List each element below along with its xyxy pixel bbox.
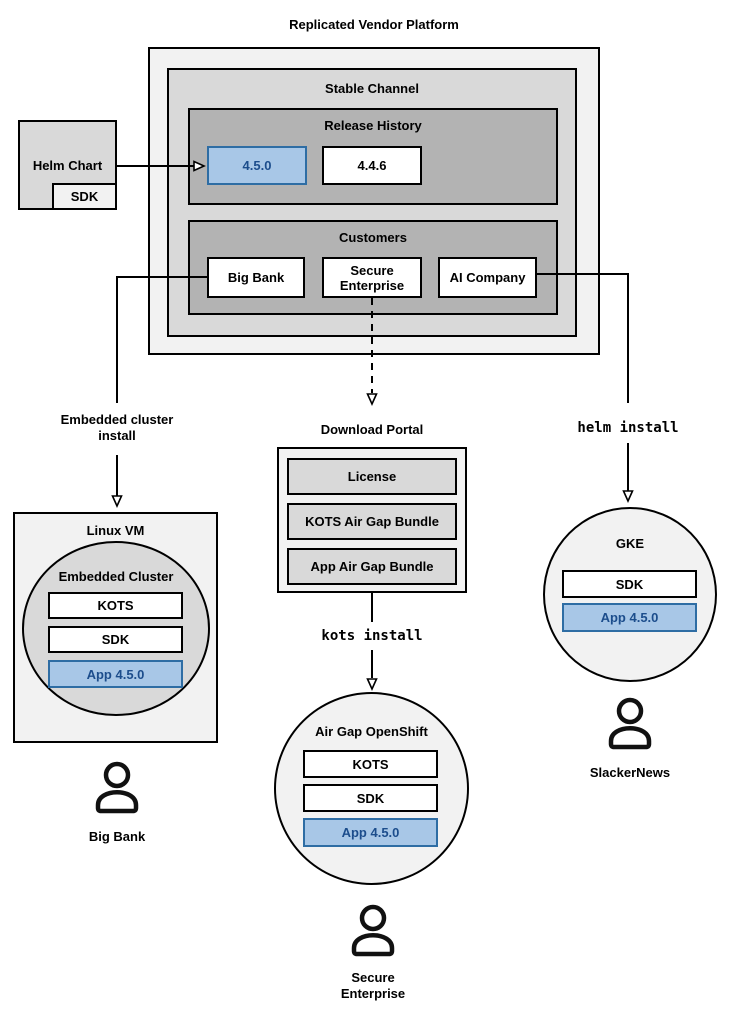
gke-sdk-box: SDK: [562, 570, 697, 598]
gke-app-box: App 4.5.0: [562, 603, 697, 632]
app-air-gap-bundle-box: App Air Gap Bundle: [287, 548, 457, 585]
secure-enterprise-arrowhead-icon: [366, 393, 378, 406]
customer-big-bank: Big Bank: [207, 257, 305, 298]
embedded-cluster-label: Embedded Cluster: [58, 569, 174, 584]
release-4-4-6: 4.4.6: [322, 146, 422, 185]
big-bank-user-label: Big Bank: [88, 829, 146, 844]
embedded-cluster-kots-box: KOTS: [48, 592, 183, 619]
big-bank-user-icon: [95, 761, 139, 814]
embedded-install-arrowhead-icon: [111, 495, 123, 508]
embedded-cluster-sdk-box: SDK: [48, 626, 183, 653]
customer-ai-company: AI Company: [438, 257, 537, 298]
linux-vm-label: Linux VM: [86, 523, 145, 538]
openshift-kots-box: KOTS: [303, 750, 438, 778]
release-4-5-0: 4.5.0: [207, 146, 307, 185]
kots-install-arrowhead-icon: [366, 678, 378, 691]
openshift-sdk-box: SDK: [303, 784, 438, 812]
license-box: License: [287, 458, 457, 495]
customers-label: Customers: [339, 230, 407, 245]
helm-install-label: helm install: [577, 420, 679, 436]
customer-secure-enterprise: Secure Enterprise: [322, 257, 422, 298]
kots-install-label: kots install: [321, 628, 423, 644]
kots-air-gap-bundle-box: KOTS Air Gap Bundle: [287, 503, 457, 540]
airgap-openshift-label: Air Gap OpenShift: [315, 724, 428, 739]
secure-enterprise-user-icon: [351, 904, 395, 957]
release-history-label: Release History: [324, 118, 422, 133]
gke-label: GKE: [615, 536, 645, 551]
slackernews-user-icon: [608, 697, 652, 750]
secure-enterprise-user-label: Secure Enterprise: [340, 970, 406, 1001]
openshift-app-box: App 4.5.0: [303, 818, 438, 847]
helm-install-arrowhead-icon: [622, 490, 634, 503]
stable-channel-label: Stable Channel: [325, 81, 419, 96]
embedded-cluster-install-label: Embedded cluster install: [60, 412, 174, 443]
embedded-cluster-app-box: App 4.5.0: [48, 660, 183, 688]
diagram-title: Replicated Vendor Platform: [289, 17, 459, 32]
slackernews-user-label: SlackerNews: [589, 765, 671, 780]
helm-chart-sdk-box: SDK: [52, 183, 117, 210]
helm-chart-label: Helm Chart: [32, 158, 103, 173]
download-portal-label: Download Portal: [320, 422, 424, 437]
